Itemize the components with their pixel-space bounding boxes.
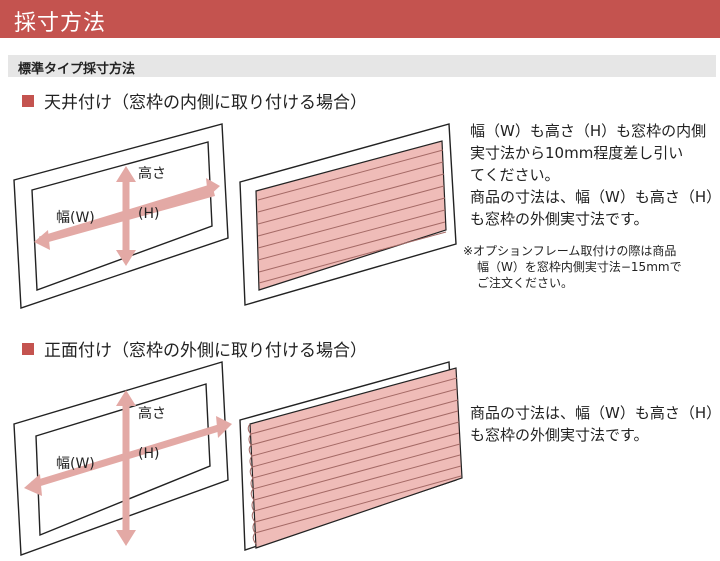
blind-ceiling-mount (239, 123, 457, 306)
width-label: 幅(W) (56, 210, 95, 226)
height-label-unit: (H) (138, 206, 159, 222)
page-title: 採寸方法 (14, 11, 107, 36)
section-heading-text: 天井付け（窓枠の内側に取り付ける場合） (44, 93, 367, 113)
desc-line: も窓枠の外側実寸法です。 (470, 210, 649, 228)
desc-line: 商品の寸法は、幅（W）も高さ（H） (470, 188, 720, 206)
width-label: 幅(W) (56, 456, 95, 472)
front-description: 商品の寸法は、幅（W）も高さ（H） も窓枠の外側実寸法です。 (470, 402, 720, 446)
desc-line: てください。 (470, 166, 560, 184)
section-heading-text: 正面付け（窓枠の外側に取り付ける場合） (44, 341, 367, 361)
note-line: 幅（W）を窓枠内側実寸法−15mmで (477, 260, 682, 274)
height-label: 高さ (138, 405, 166, 422)
height-label: 高さ (138, 165, 166, 182)
option-frame-note: ※オプションフレーム取付けの際は商品 幅（W）を窓枠内側実寸法−15mmで ご注… (463, 243, 682, 291)
square-bullet-icon (22, 95, 34, 107)
page-header: 採寸方法 (0, 0, 720, 38)
desc-line: 幅（W）も高さ（H）も窓枠の内側 (470, 122, 707, 140)
subheader-label: 標準タイプ採寸方法 (18, 62, 136, 77)
height-arrow-front (116, 390, 136, 546)
desc-line: 商品の寸法は、幅（W）も高さ（H） (470, 404, 720, 422)
blind-front-mount (239, 361, 463, 551)
subheader-bar: 標準タイプ採寸方法 (8, 55, 716, 77)
height-label-unit: (H) (138, 446, 159, 462)
desc-line: も窓枠の外側実寸法です。 (470, 426, 649, 444)
square-bullet-icon (22, 343, 34, 355)
height-arrow-ceiling (116, 166, 136, 266)
desc-line: 実寸法から10mm程度差し引い (470, 144, 684, 162)
note-line: ※オプションフレーム取付けの際は商品 (463, 244, 677, 258)
note-line: ご注文ください。 (477, 276, 574, 290)
ceiling-description: 幅（W）も高さ（H）も窓枠の内側 実寸法から10mm程度差し引い てください。 … (470, 120, 720, 230)
section-heading-ceiling: 天井付け（窓枠の内側に取り付ける場合） (22, 88, 367, 113)
section-heading-front: 正面付け（窓枠の外側に取り付ける場合） (22, 336, 367, 361)
